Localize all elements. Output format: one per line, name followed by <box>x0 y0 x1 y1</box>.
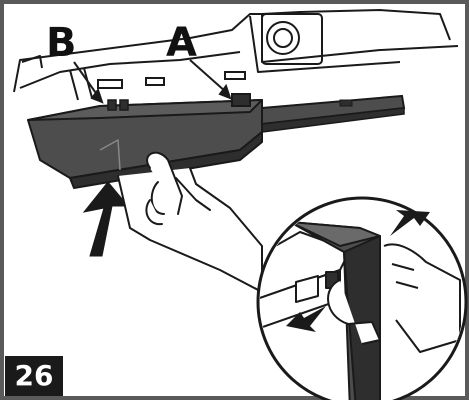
body-slots <box>97 71 246 89</box>
press-arrow-icon <box>390 210 430 236</box>
step-number-badge <box>5 356 63 396</box>
hand-illustration <box>117 151 263 293</box>
appliance-body <box>13 9 459 101</box>
press-arrow-icon <box>286 306 326 332</box>
filter-panel <box>27 99 263 189</box>
round-port <box>261 13 323 65</box>
latch-b <box>107 99 129 111</box>
callout-b: B <box>46 20 77 66</box>
step-number: 26 <box>14 359 54 392</box>
latch-a <box>231 93 251 107</box>
callout-pointers <box>73 59 232 104</box>
callout-a: A <box>166 20 197 66</box>
detail-zoom <box>256 196 468 400</box>
up-arrow-icon <box>82 181 130 257</box>
latch-clip-icon <box>231 93 251 107</box>
